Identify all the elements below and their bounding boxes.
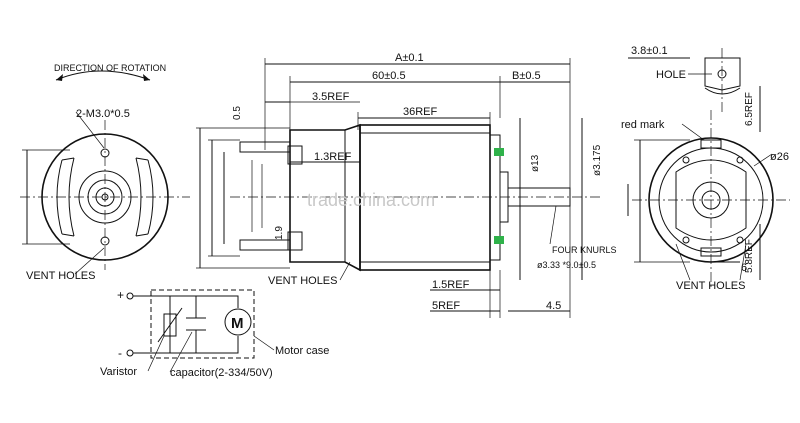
dim-4-5-label: 4.5	[546, 300, 561, 312]
vent-slot-left	[56, 159, 63, 235]
terminal-tab-detail	[704, 57, 741, 91]
boss-outer	[692, 181, 730, 219]
rivet-hole	[736, 156, 744, 164]
dim-26-label: ø26	[770, 151, 789, 163]
vent-holes-left-label: VENT HOLES	[26, 270, 96, 282]
boss-inner	[95, 187, 115, 207]
rotation-arrow	[55, 70, 151, 81]
red-mark-label: red mark	[621, 119, 665, 131]
dim-13-label: ø13	[530, 154, 541, 172]
shaft-dim-label: ø3.175	[592, 144, 603, 176]
plus-terminal	[126, 292, 134, 300]
dim-6-5-label: 6.5REF	[744, 92, 755, 126]
rotation-arrowhead-icon	[143, 74, 150, 81]
terminal-bottom-base	[287, 231, 303, 251]
dim-b-label: B±0.5	[512, 70, 541, 82]
circuit-diagram: + - M Motor case Varistor capacitor(2-33…	[100, 288, 329, 379]
rivet-hole	[736, 236, 744, 244]
vent-holes-right-label: VENT HOLES	[676, 280, 746, 292]
varistor-leader	[147, 335, 165, 372]
dim-5-8-label: 5.8REF	[744, 239, 755, 273]
ref-36-label: 36REF	[403, 106, 438, 118]
wire-top	[133, 295, 239, 308]
ref-5-label: 5REF	[432, 300, 460, 312]
rivet-hole	[682, 236, 690, 244]
left-end-view: DIRECTION OF ROTATION 2-M3.0*0.5 VENT HO…	[20, 63, 190, 282]
end-cap-outer	[41, 133, 169, 261]
ref-1-5-label: 1.5REF	[432, 279, 470, 291]
motor-case-label: Motor case	[275, 345, 329, 357]
capacitor-label: capacitor(2-334/50V)	[170, 367, 273, 379]
varistor-symbol	[163, 313, 177, 337]
motor-symbol-label: M	[231, 315, 244, 332]
terminal-top-base	[287, 145, 303, 165]
red-mark-leader	[681, 123, 705, 141]
boss-outer	[78, 170, 132, 224]
minus-terminal-label: -	[118, 346, 122, 360]
brush-plate	[675, 159, 747, 241]
motor-case-box	[150, 289, 255, 359]
vent-slot-right-inner	[135, 157, 142, 237]
dim-a-label: A±0.1	[395, 52, 424, 64]
direction-of-rotation-label: DIRECTION OF ROTATION	[54, 63, 166, 73]
motor-symbol	[224, 308, 252, 336]
dim-6-label: 6	[741, 262, 747, 274]
four-knurls-spec: ø3.33 *9.0±0.5	[537, 260, 596, 270]
hole-label: HOLE	[656, 69, 686, 81]
vent-slot-right	[147, 159, 154, 235]
four-knurls-title: FOUR KNURLS	[552, 245, 617, 255]
dim-60-label: 60±0.5	[372, 70, 406, 82]
watermark: trade.china.com	[307, 190, 435, 210]
vent-leader	[739, 243, 747, 281]
screw-label: 2-M3.0*0.5	[76, 108, 130, 120]
dim-26-leader	[753, 153, 773, 167]
terminal-slot-bottom	[700, 247, 722, 257]
plus-terminal-label: +	[117, 288, 124, 302]
rivet-hole	[682, 156, 690, 164]
vent-leader	[74, 247, 105, 275]
capacitor-leader	[169, 331, 193, 373]
vent-leader	[675, 243, 691, 281]
wire-bottom	[133, 336, 239, 354]
boss-mid	[87, 179, 123, 215]
screw-hole-top	[100, 148, 110, 158]
minus-terminal	[126, 349, 134, 357]
boss-inner	[701, 190, 721, 210]
shaft-hole	[101, 193, 109, 201]
side-view: A±0.1 60±0.5 B±0.5 3.5REF 36REF 0.5 1.3R…	[196, 52, 617, 318]
knurl-leader	[549, 205, 557, 245]
ref-3-5-label: 3.5REF	[312, 91, 350, 103]
vent-holes-mid-label: VENT HOLES	[268, 275, 338, 287]
rotation-arrowhead-icon	[56, 74, 63, 81]
motor-case-leader	[253, 335, 275, 351]
tab-top-green	[494, 148, 504, 156]
dim-1-9-label: 1.9	[274, 226, 285, 240]
terminal-slot-top	[700, 139, 722, 149]
varistor-label: Varistor	[100, 366, 137, 378]
hole-width-label: 3.8±0.1	[631, 45, 668, 57]
screw-leader	[75, 111, 105, 149]
tab-bend	[704, 87, 741, 95]
terminal-bottom	[239, 239, 291, 251]
vent-slot-left-inner	[68, 157, 75, 237]
varistor-slash	[157, 307, 183, 343]
dim-0-5-label: 0.5	[232, 106, 243, 120]
tab-bottom-green	[494, 236, 504, 244]
screw-hole-bottom	[100, 236, 110, 246]
vent-leader	[339, 261, 351, 281]
vent-slot-ends	[61, 157, 149, 237]
ref-1-3-label: 1.3REF	[314, 151, 352, 163]
right-end-view: 3.8±0.1 HOLE 6.5REF red mark ø26	[621, 45, 790, 292]
